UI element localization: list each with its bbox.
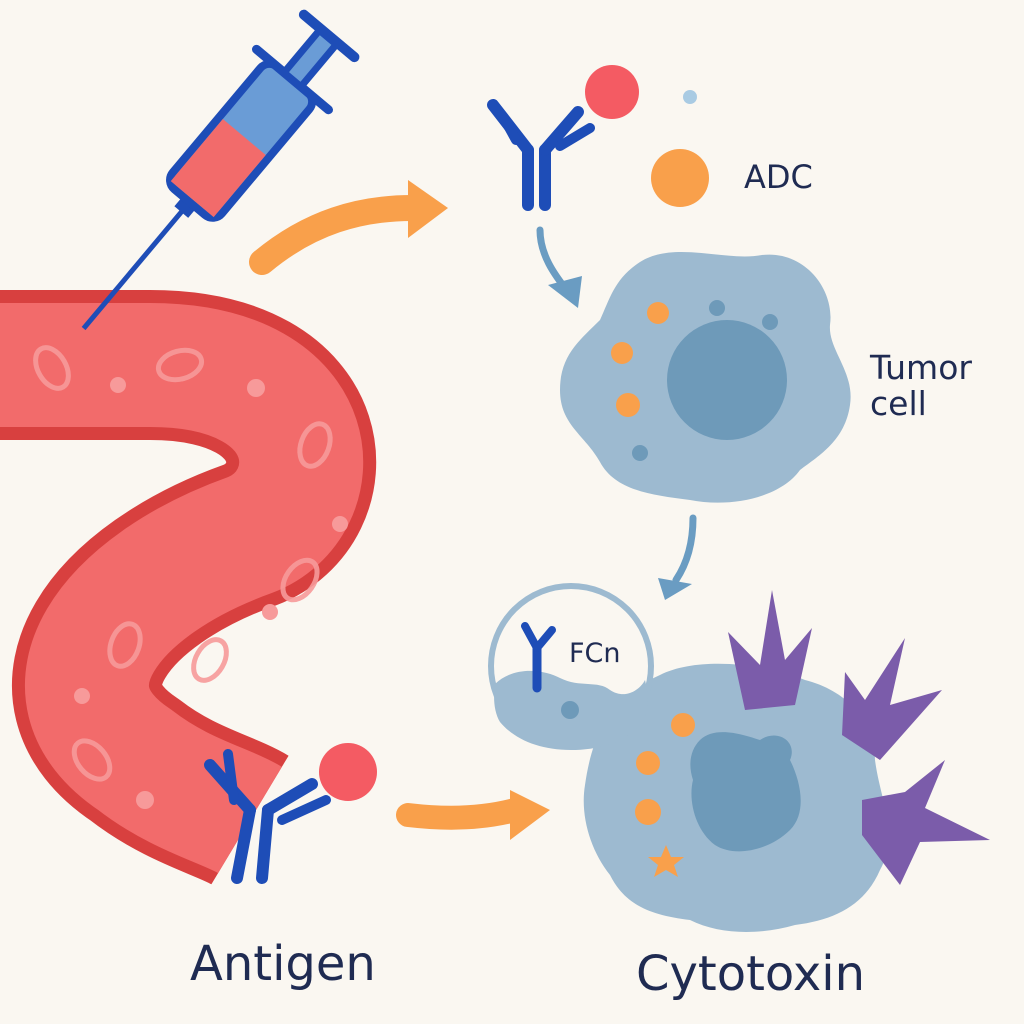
cytotoxin-spikes: [728, 590, 990, 885]
syringe-icon: [81, 9, 360, 331]
payload-orange-top: [651, 149, 709, 207]
fcn-label: FCn: [569, 638, 621, 669]
arrow-tumor-to-cytotoxin: [658, 514, 697, 600]
antigen-label: Antigen: [190, 936, 376, 992]
arrow-vessel-to-adc: [249, 180, 448, 275]
payload-red-top: [585, 65, 639, 119]
antigen-antibody-icon: [204, 749, 331, 884]
arrow-antigen-to-cytotoxin: [396, 790, 550, 840]
tumor-cell-icon: [560, 251, 851, 503]
tumor-cell-label-line2: cell: [870, 384, 927, 424]
fcn-inset: [488, 583, 654, 750]
adc-label: ADC: [744, 158, 813, 196]
payload-red-bottom: [319, 743, 377, 801]
blood-vessel: [0, 290, 377, 886]
small-particle-top: [683, 90, 697, 104]
cytotoxin-cell-icon: [583, 663, 889, 932]
red-blood-cells: [33, 345, 333, 782]
vessel-particles: [74, 377, 348, 809]
adc-antibody-icon: [487, 99, 595, 211]
tumor-cell-label-line1: Tumor: [870, 348, 972, 387]
tumor-cell-label: Tumor cell: [870, 348, 972, 424]
cytotoxin-label: Cytotoxin: [636, 946, 865, 1002]
arrow-adc-to-tumor: [536, 226, 582, 308]
